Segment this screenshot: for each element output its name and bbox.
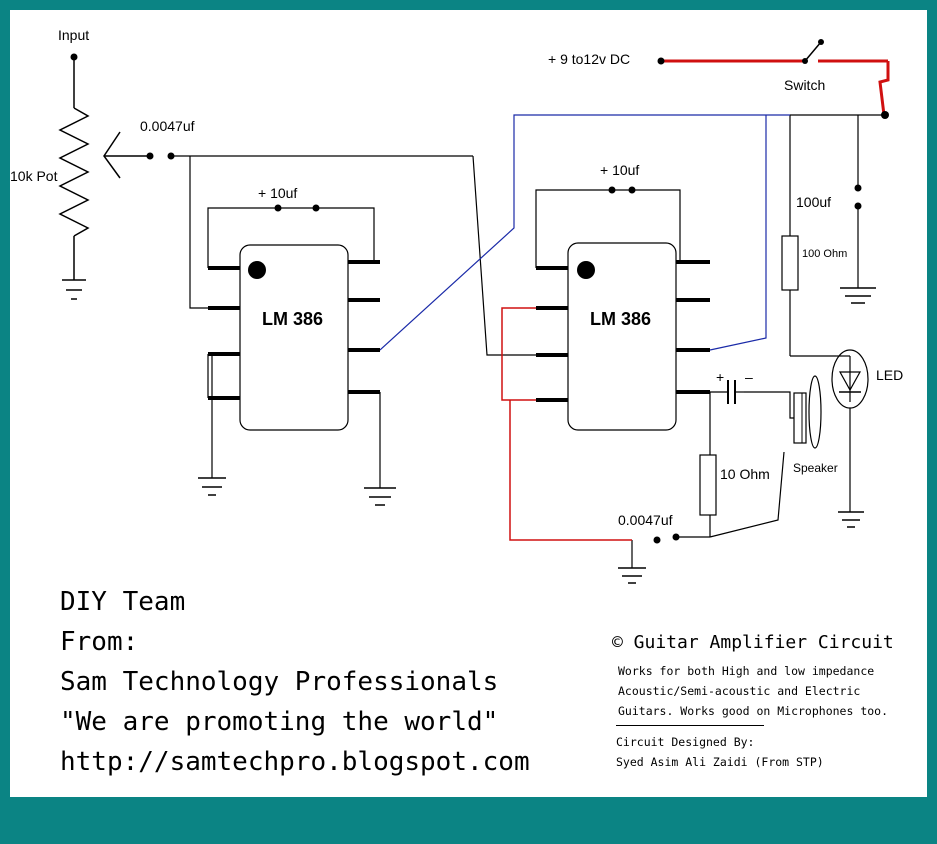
input-capacitor <box>146 152 175 160</box>
ic1-capacitor-label: + 10uf <box>258 185 297 201</box>
pot-label: 10k Pot <box>10 168 58 184</box>
ground-symbol-led <box>838 511 864 528</box>
circuit-schematic: Input 10k Pot 0.0047uf <box>10 27 903 584</box>
circuit-description: Works for both High and low impedance Ac… <box>612 661 924 721</box>
ic2-lm386: LM 386 <box>536 242 710 431</box>
ic1-capacitor <box>274 204 320 212</box>
supply-terminal <box>657 57 665 65</box>
credits-line-company: Sam Technology Professionals <box>60 667 499 697</box>
ic2-capacitor-label: + 10uf <box>600 162 639 178</box>
resistor-100-ohm-label: 100 Ohm <box>802 248 847 260</box>
output-filter-capacitor-label: 0.0047uf <box>618 512 673 528</box>
supply-capacitor <box>854 184 862 210</box>
credits-line-from: From: <box>60 627 139 657</box>
diagram-canvas: Input 10k Pot 0.0047uf <box>10 10 927 797</box>
pot-ground-symbol <box>62 236 86 300</box>
designer-block: Circuit Designed By: Syed Asim Ali Zaidi… <box>612 732 924 772</box>
output-capacitor-plus: + <box>716 369 724 385</box>
pot-wiper-arrow <box>103 131 150 179</box>
supply-capacitor-label: 100uf <box>796 194 831 210</box>
ground-symbol-output <box>618 567 646 584</box>
resistor-10-ohm-label: 10 Ohm <box>720 466 770 482</box>
led-symbol <box>831 349 869 409</box>
ground-symbol-ic1-right <box>364 487 396 506</box>
designer-name: Syed Asim Ali Zaidi (From STP) <box>616 755 824 769</box>
speaker-symbol <box>793 375 822 449</box>
output-capacitor <box>727 380 744 404</box>
supply-junction <box>881 111 889 119</box>
led-label: LED <box>876 367 903 383</box>
credits-line-team: DIY Team <box>60 587 186 617</box>
description-line-1: Works for both High and low impedance <box>618 664 875 678</box>
switch-symbol <box>802 39 824 64</box>
ground-symbol-ic1-left <box>198 477 226 496</box>
ic1-lm386: LM 386 <box>208 244 380 431</box>
divider <box>616 725 764 726</box>
resistor-100-ohm <box>781 235 799 291</box>
credits-block: DIY Team From: Sam Technology Profession… <box>60 582 530 782</box>
supply-label: + 9 to12v DC <box>548 51 630 67</box>
description-line-2: Acoustic/Semi-acoustic and Electric <box>618 684 861 698</box>
potentiometer-resistor <box>58 107 90 237</box>
circuit-info-block: © Guitar Amplifier Circuit Works for bot… <box>612 632 924 772</box>
ic2-capacitor <box>608 186 636 194</box>
speaker-label: Speaker <box>793 461 838 475</box>
credits-line-slogan: "We are promoting the world" <box>60 707 499 737</box>
switch-label: Switch <box>784 77 825 93</box>
credits-line-url: http://samtechpro.blogspot.com <box>60 747 530 777</box>
ground-symbol-supply-cap <box>840 287 876 304</box>
power-switch-wire <box>661 59 890 116</box>
blue-wires <box>379 114 790 351</box>
ic1-label: LM 386 <box>262 309 323 329</box>
output-filter-capacitor <box>653 533 680 544</box>
input-label: Input <box>58 27 89 43</box>
ic2-label: LM 386 <box>590 309 651 329</box>
designed-by-label: Circuit Designed By: <box>616 735 755 749</box>
red-wires <box>501 307 632 541</box>
input-terminal <box>70 53 78 108</box>
resistor-10-ohm <box>699 454 717 516</box>
output-capacitor-minus: – <box>745 369 753 385</box>
black-wires <box>171 114 885 568</box>
description-line-3: Guitars. Works good on Microphones too. <box>618 704 889 718</box>
input-capacitor-label: 0.0047uf <box>140 118 195 134</box>
circuit-title: © Guitar Amplifier Circuit <box>612 632 894 653</box>
